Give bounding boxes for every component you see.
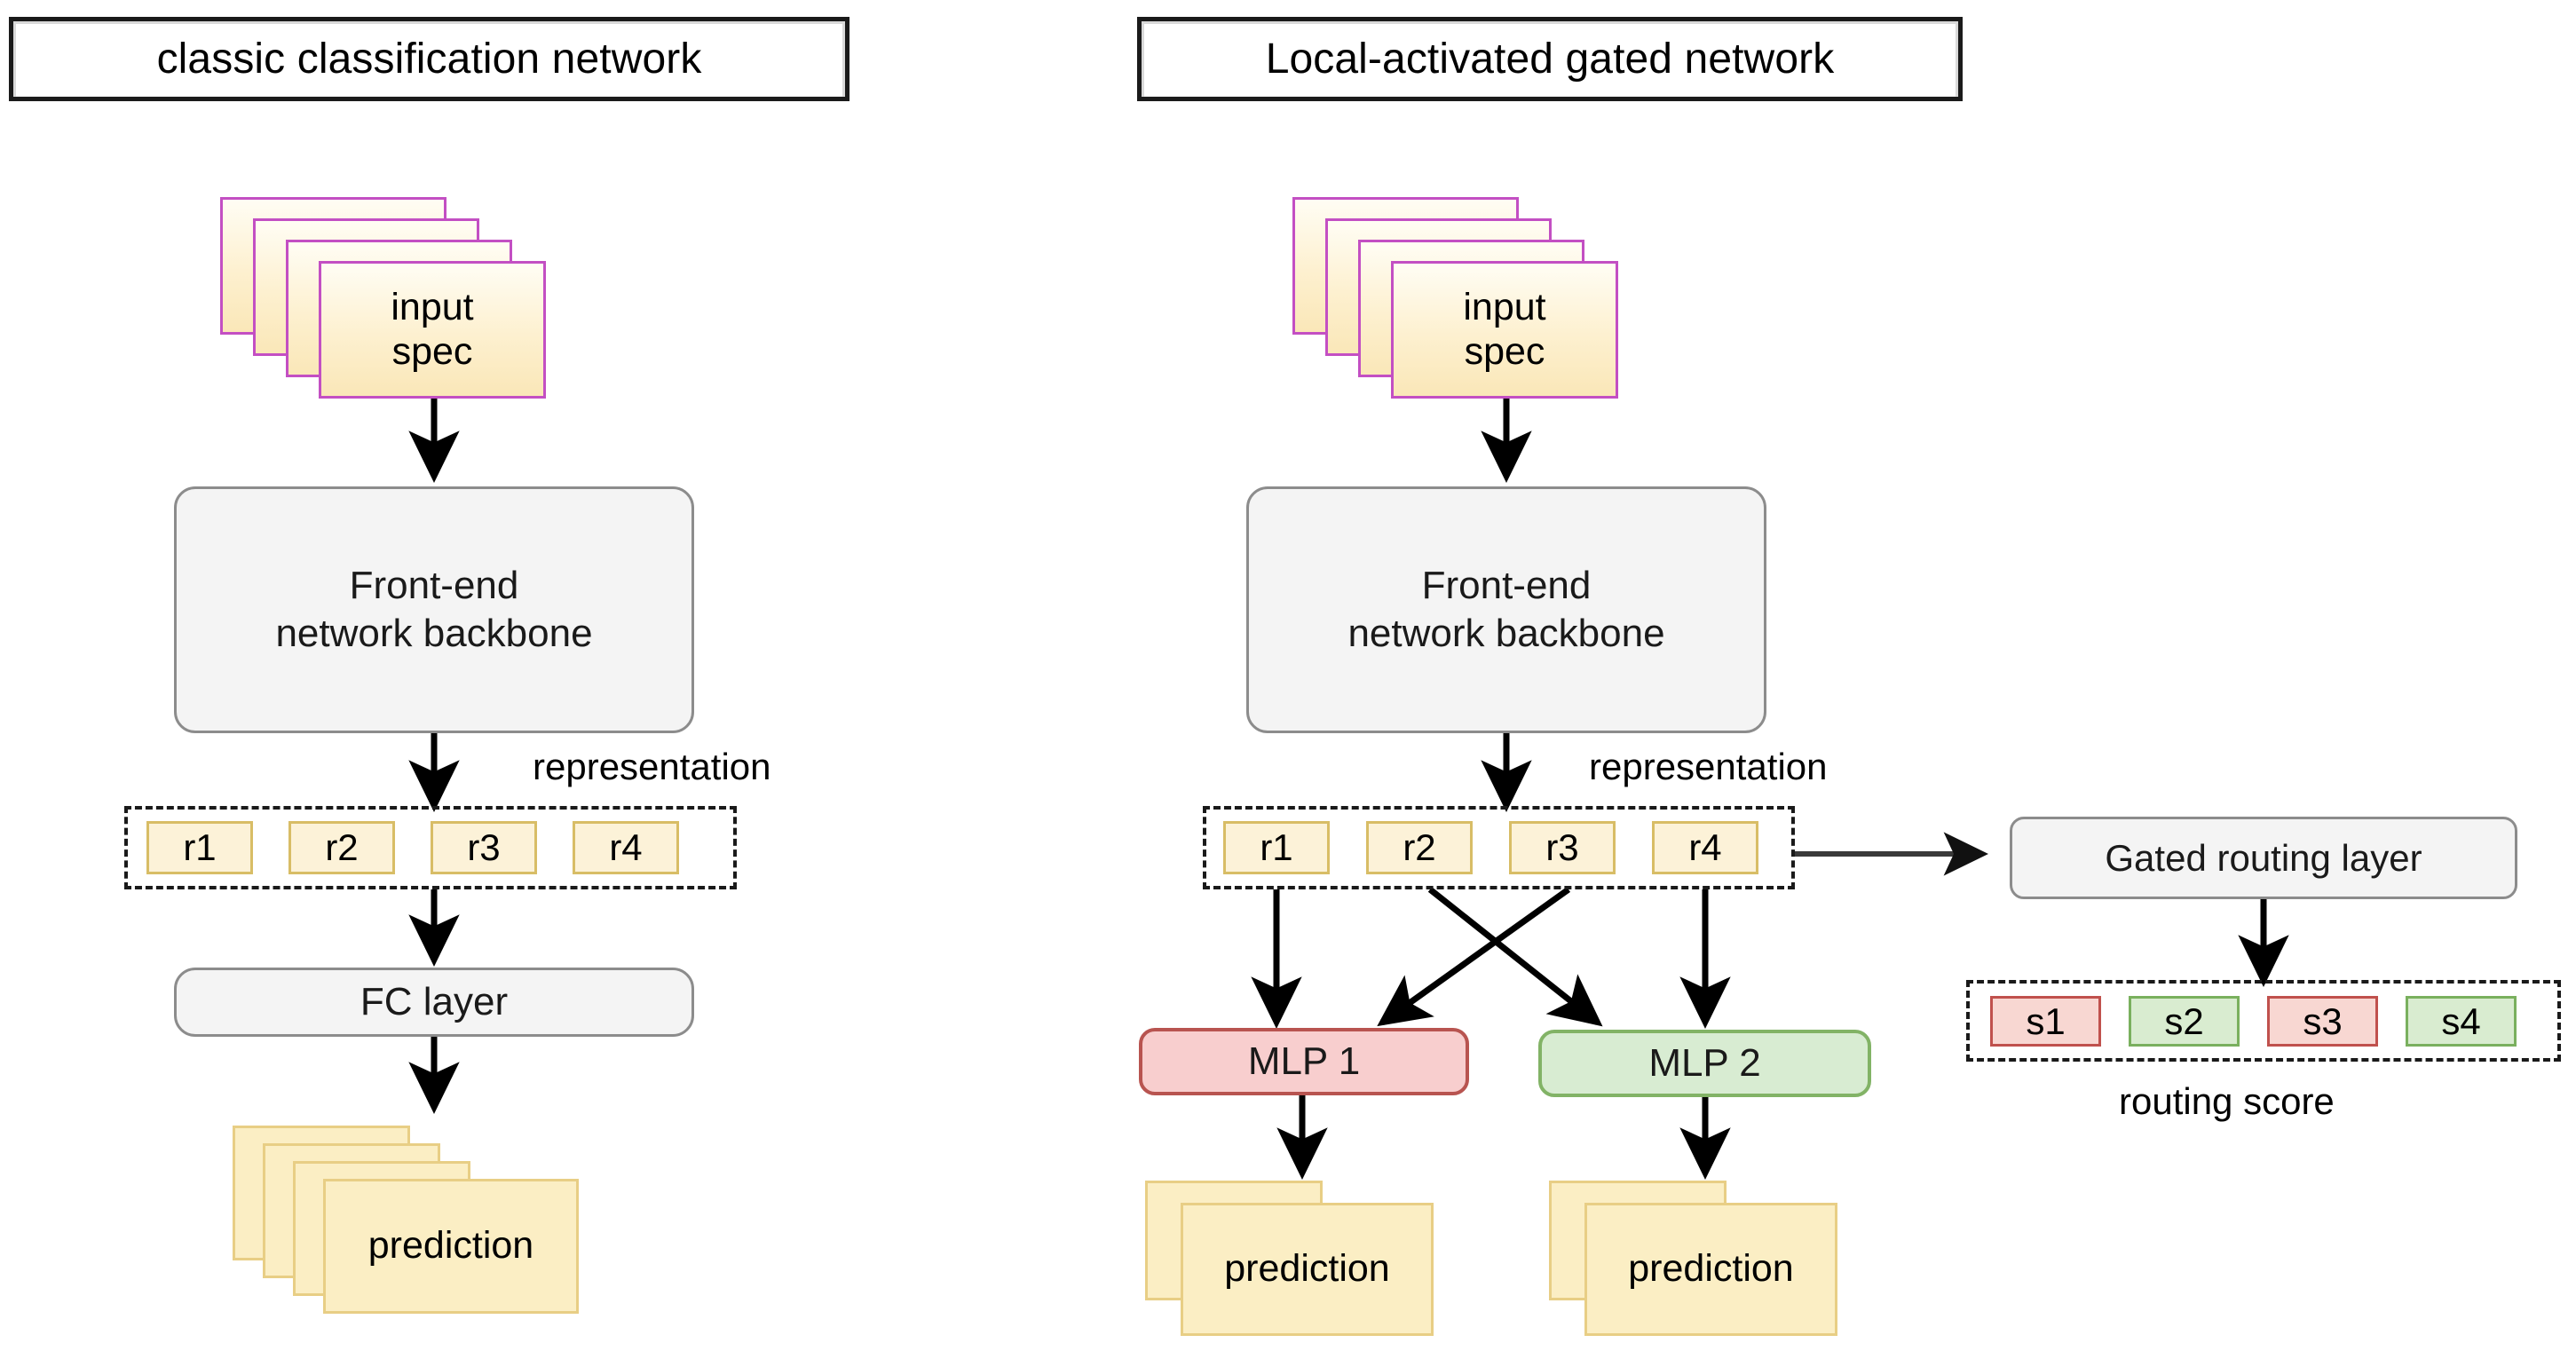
representation-chip-r1-classic[interactable]: r1	[146, 821, 253, 874]
prediction-label-classic: prediction	[367, 1224, 534, 1268]
gated-routing-layer-label: Gated routing layer	[2105, 836, 2422, 879]
backbone-label-classic: Front-end network backbone	[275, 562, 592, 657]
input-spec-label-gated-line1: input	[1463, 285, 1546, 328]
prediction-stack-mlp2: prediction	[1549, 1181, 1922, 1351]
gated-routing-layer-box: Gated routing layer	[2010, 817, 2517, 899]
representation-row-classic	[124, 806, 737, 889]
panel-title-gated: Local-activated gated network	[1137, 17, 1963, 101]
prediction-stack-classic: prediction	[233, 1126, 659, 1351]
backbone-label-gated: Front-end network backbone	[1347, 562, 1664, 657]
routing-score-chip-s4[interactable]: s4	[2406, 996, 2517, 1047]
representation-chip-r3-label: r3	[467, 826, 501, 868]
edge-r2-to-mlp2	[1427, 887, 1603, 1027]
routing-score-chip-s3[interactable]: s3	[2267, 996, 2378, 1047]
routing-score-chip-s3-label: s3	[2303, 999, 2343, 1042]
input-spec-stack-classic: input spec	[220, 197, 664, 399]
panel-title-classic: classic classification network	[9, 17, 849, 101]
representation-chip-r4-classic[interactable]: r4	[573, 821, 679, 874]
backbone-box-classic: Front-end network backbone	[174, 486, 694, 733]
prediction-label-mlp1: prediction	[1224, 1247, 1390, 1291]
input-spec-label-line2: spec	[391, 329, 473, 373]
representation-row-gated	[1203, 806, 1795, 889]
routing-score-chip-s4-label: s4	[2441, 999, 2481, 1042]
representation-chip-r1-gated[interactable]: r1	[1223, 821, 1330, 874]
backbone-box-gated: Front-end network backbone	[1246, 486, 1766, 733]
routing-score-chip-s1-label: s1	[2026, 999, 2066, 1042]
prediction-card-front-mlp2: prediction	[1584, 1203, 1837, 1336]
panel-title-classic-text: classic classification network	[156, 35, 702, 83]
representation-caption-classic: representation	[533, 746, 771, 787]
representation-chip-r3-classic[interactable]: r3	[431, 821, 537, 874]
prediction-stack-mlp1: prediction	[1145, 1181, 1518, 1351]
mlp-1-box: MLP 1	[1139, 1028, 1469, 1095]
backbone-label-line2: network backbone	[275, 612, 593, 655]
routing-score-chip-s2-label: s2	[2164, 999, 2204, 1042]
mlp-2-label: MLP 2	[1648, 1041, 1761, 1086]
routing-score-chip-s1[interactable]: s1	[1990, 996, 2101, 1047]
backbone-label-gated-line1: Front-end	[1421, 564, 1592, 608]
representation-chip-r3-gated-label: r3	[1545, 826, 1579, 868]
routing-score-caption: routing score	[2119, 1080, 2335, 1122]
input-spec-card-front-gated: input spec	[1391, 261, 1618, 399]
routing-score-chip-s2[interactable]: s2	[2129, 996, 2240, 1047]
input-spec-label-line1: input	[391, 285, 474, 328]
routing-score-row	[1966, 980, 2561, 1062]
fc-layer-box: FC layer	[174, 968, 694, 1037]
backbone-label-gated-line2: network backbone	[1347, 612, 1665, 655]
representation-chip-r4-gated-label: r4	[1688, 826, 1722, 868]
edge-r3-to-mlp1	[1377, 887, 1571, 1027]
representation-chip-r4-gated[interactable]: r4	[1652, 821, 1758, 874]
representation-chip-r1-label: r1	[183, 826, 217, 868]
representation-chip-r4-label: r4	[609, 826, 643, 868]
input-spec-card-front: input spec	[319, 261, 546, 399]
representation-chip-r1-gated-label: r1	[1260, 826, 1293, 868]
representation-caption-gated: representation	[1589, 746, 1828, 787]
prediction-card-front-mlp1: prediction	[1181, 1203, 1434, 1336]
prediction-card-front-classic: prediction	[323, 1179, 579, 1314]
input-spec-label-gated-line2: spec	[1464, 329, 1545, 373]
representation-chip-r3-gated[interactable]: r3	[1509, 821, 1616, 874]
representation-chip-r2-gated-label: r2	[1403, 826, 1436, 868]
input-spec-label: input spec	[391, 286, 473, 375]
mlp-2-box: MLP 2	[1538, 1030, 1871, 1097]
prediction-label-mlp2: prediction	[1628, 1247, 1794, 1291]
panel-title-gated-text: Local-activated gated network	[1265, 35, 1835, 83]
mlp-1-label: MLP 1	[1247, 1039, 1361, 1084]
representation-chip-r2-classic[interactable]: r2	[288, 821, 395, 874]
fc-layer-label: FC layer	[360, 980, 509, 1024]
backbone-label-line1: Front-end	[349, 564, 519, 608]
representation-chip-r2-gated[interactable]: r2	[1366, 821, 1473, 874]
representation-chip-r2-label: r2	[325, 826, 359, 868]
input-spec-stack-gated: input spec	[1292, 197, 1736, 399]
input-spec-label-gated: input spec	[1463, 286, 1545, 375]
